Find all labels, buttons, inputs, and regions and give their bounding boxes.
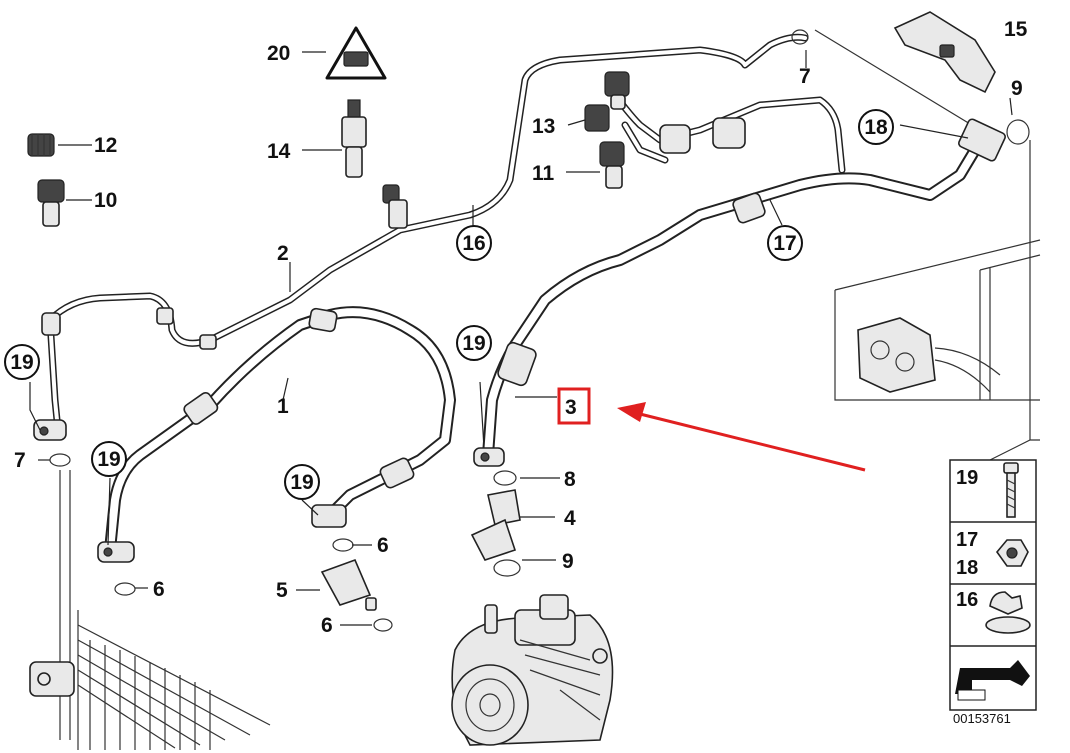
legend-panel: 19 17 18 16 bbox=[949, 459, 1037, 711]
label-15: 15 bbox=[1004, 18, 1028, 41]
block-5 bbox=[320, 558, 377, 611]
svg-text:19: 19 bbox=[10, 351, 33, 374]
bolt-icon bbox=[1003, 462, 1019, 518]
label-10: 10 bbox=[94, 189, 117, 212]
red-arrow bbox=[617, 402, 866, 472]
hose-1 bbox=[97, 306, 456, 563]
bubble-17: 17 bbox=[767, 225, 803, 261]
nut-icon bbox=[995, 539, 1029, 567]
label-2: 2 bbox=[277, 242, 289, 265]
label-1: 1 bbox=[277, 395, 289, 418]
svg-text:16: 16 bbox=[462, 232, 485, 255]
condenser bbox=[29, 470, 271, 750]
adapter-4 bbox=[470, 489, 521, 561]
legend-17: 17 bbox=[956, 529, 978, 551]
label-3: 3 bbox=[565, 396, 577, 419]
label-6-bottom: 6 bbox=[321, 614, 333, 637]
svg-text:17: 17 bbox=[773, 232, 796, 255]
svg-text:19: 19 bbox=[97, 448, 120, 471]
label-9-top: 9 bbox=[1011, 77, 1023, 100]
compressor bbox=[451, 594, 614, 746]
label-5: 5 bbox=[276, 579, 288, 602]
cap-13 bbox=[584, 104, 610, 132]
valve-10 bbox=[37, 179, 65, 227]
label-6-left: 6 bbox=[153, 578, 165, 601]
label-11: 11 bbox=[532, 162, 555, 185]
svg-text:19: 19 bbox=[290, 471, 313, 494]
label-14: 14 bbox=[267, 140, 291, 163]
label-7-left: 7 bbox=[14, 449, 26, 472]
sensor-pipe16 bbox=[382, 184, 408, 229]
bracket-15 bbox=[893, 11, 996, 94]
bubble-18: 18 bbox=[858, 109, 894, 145]
bubble-19-left: 19 bbox=[4, 344, 40, 380]
label-6-mid: 6 bbox=[377, 534, 389, 557]
legend-19: 19 bbox=[956, 467, 978, 489]
hose-3 bbox=[473, 118, 1006, 467]
legend-16: 16 bbox=[956, 589, 978, 611]
label-9-bottom: 9 bbox=[562, 550, 574, 573]
bubble-19-bottom: 19 bbox=[284, 464, 320, 500]
bubble-19-center: 19 bbox=[456, 325, 492, 361]
valve-top bbox=[604, 71, 630, 110]
warning-triangle-20 bbox=[325, 26, 387, 80]
bubble-16: 16 bbox=[456, 225, 492, 261]
svg-text:19: 19 bbox=[462, 332, 485, 355]
evaporator-block bbox=[834, 239, 1041, 461]
pipe-2 bbox=[33, 33, 809, 441]
cap-12 bbox=[27, 133, 55, 157]
label-4: 4 bbox=[564, 507, 576, 530]
leader-lines bbox=[29, 50, 1013, 626]
label-13: 13 bbox=[532, 115, 555, 138]
direction-arrow-icon bbox=[955, 660, 1030, 701]
clip-icon bbox=[985, 591, 1031, 634]
label-7-top: 7 bbox=[799, 65, 811, 88]
svg-text:18: 18 bbox=[864, 116, 888, 139]
leader-frame-top bbox=[814, 29, 1031, 440]
valve-11 bbox=[599, 141, 625, 189]
label-12: 12 bbox=[94, 134, 117, 157]
label-20: 20 bbox=[267, 42, 290, 65]
label-8: 8 bbox=[564, 468, 576, 491]
highlighted-part-3[interactable]: 3 bbox=[557, 387, 591, 425]
sensor-14 bbox=[341, 99, 367, 178]
pipe-18 bbox=[611, 91, 846, 174]
document-id: 00153761 bbox=[953, 711, 1011, 726]
bubble-19-lower-left: 19 bbox=[91, 441, 127, 477]
legend-18: 18 bbox=[956, 557, 978, 579]
